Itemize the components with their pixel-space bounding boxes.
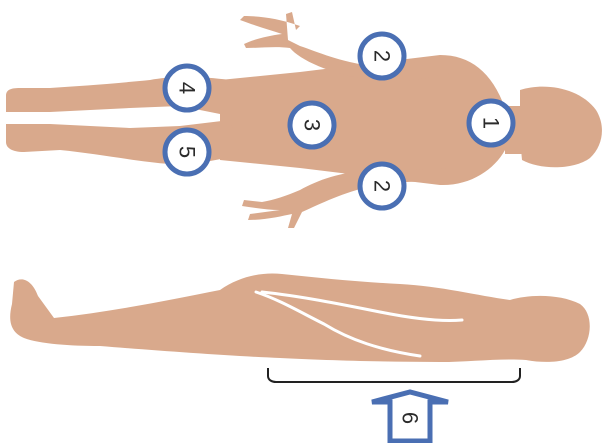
back-bracket xyxy=(268,368,520,382)
marker-1: 1 xyxy=(469,101,513,145)
marker-2-top: 2 xyxy=(360,34,404,78)
body-side-view xyxy=(10,274,590,362)
marker-3: 3 xyxy=(290,103,334,147)
marker-4-label: 4 xyxy=(175,82,200,94)
marker-2-bottom-label: 2 xyxy=(370,180,395,192)
marker-1-label: 1 xyxy=(479,117,504,129)
head-top-view xyxy=(520,87,602,168)
arm-top xyxy=(240,12,455,81)
arrow-6: 6 xyxy=(372,392,448,441)
marker-2-bottom: 2 xyxy=(360,164,404,208)
marker-3-label: 3 xyxy=(300,119,325,131)
marker-5: 5 xyxy=(165,130,209,174)
marker-5-label: 5 xyxy=(175,146,200,158)
side-view-body xyxy=(10,274,590,362)
marker-2-top-label: 2 xyxy=(370,50,395,62)
arm-bottom xyxy=(242,168,455,228)
arrow-6-label: 6 xyxy=(398,412,423,424)
marker-4: 4 xyxy=(165,66,209,110)
